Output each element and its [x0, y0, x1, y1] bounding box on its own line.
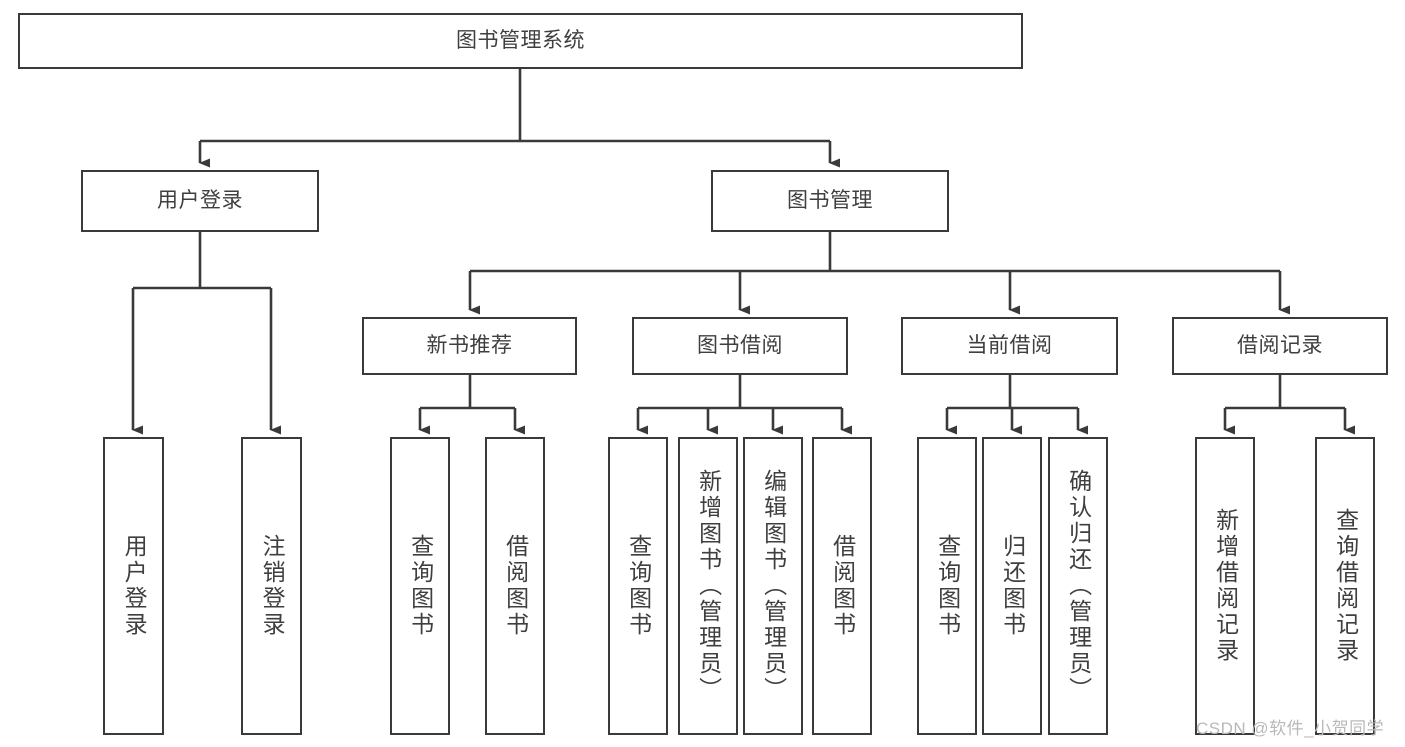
node-leaf-query-book-1[interactable]: 查询图书 — [390, 437, 450, 735]
node-leaf-borrow-book-2[interactable]: 借阅图书 — [812, 437, 872, 735]
node-label: 注销登录 — [259, 534, 286, 638]
node-label: 新书推荐 — [426, 333, 513, 357]
node-leaf-add-record[interactable]: 新增借阅记录 — [1195, 437, 1255, 735]
node-leaf-return-book[interactable]: 归还图书 — [982, 437, 1042, 735]
node-leaf-confirm-return[interactable]: 确认归还（管理员） — [1048, 437, 1108, 735]
node-label: 查询图书 — [407, 534, 434, 638]
node-label: 图书管理 — [787, 188, 873, 212]
node-label: 查询借阅记录 — [1332, 508, 1359, 664]
node-book-manage[interactable]: 图书管理 — [711, 170, 949, 232]
node-borrow-record[interactable]: 借阅记录 — [1172, 317, 1388, 375]
node-current-borrow[interactable]: 当前借阅 — [901, 317, 1118, 375]
node-leaf-query-record[interactable]: 查询借阅记录 — [1315, 437, 1375, 735]
csdn-watermark: CSDN @软件_小贺同学 — [1196, 719, 1385, 738]
node-label: 当前借阅 — [966, 333, 1053, 357]
node-leaf-query-book-2[interactable]: 查询图书 — [608, 437, 668, 735]
node-label: 查询图书 — [625, 534, 652, 638]
node-label: 查询图书 — [934, 534, 961, 638]
node-leaf-edit-book[interactable]: 编辑图书（管理员） — [743, 437, 803, 735]
node-new-book-recommend[interactable]: 新书推荐 — [362, 317, 577, 375]
node-label: 借阅图书 — [502, 534, 529, 638]
node-label: 新增借阅记录 — [1212, 508, 1239, 664]
node-book-borrow[interactable]: 图书借阅 — [632, 317, 848, 375]
node-leaf-user-login[interactable]: 用户登录 — [103, 437, 164, 735]
node-label: 编辑图书（管理员） — [760, 469, 787, 703]
node-label: 新增图书（管理员） — [695, 469, 722, 703]
node-label: 确认归还（管理员） — [1065, 469, 1092, 703]
node-label: 用户登录 — [157, 188, 243, 212]
node-label: 图书管理系统 — [456, 28, 585, 52]
node-label: 用户登录 — [121, 534, 148, 638]
node-leaf-query-book-3[interactable]: 查询图书 — [917, 437, 977, 735]
node-root-book-management-system[interactable]: 图书管理系统 — [18, 13, 1023, 69]
node-leaf-add-book[interactable]: 新增图书（管理员） — [678, 437, 738, 735]
node-leaf-logout[interactable]: 注销登录 — [241, 437, 302, 735]
node-user-login[interactable]: 用户登录 — [81, 170, 319, 232]
node-label: 归还图书 — [999, 534, 1026, 638]
node-label: 借阅记录 — [1237, 333, 1323, 357]
node-leaf-borrow-book-1[interactable]: 借阅图书 — [485, 437, 545, 735]
node-label: 图书借阅 — [697, 333, 783, 357]
node-label: 借阅图书 — [829, 534, 856, 638]
